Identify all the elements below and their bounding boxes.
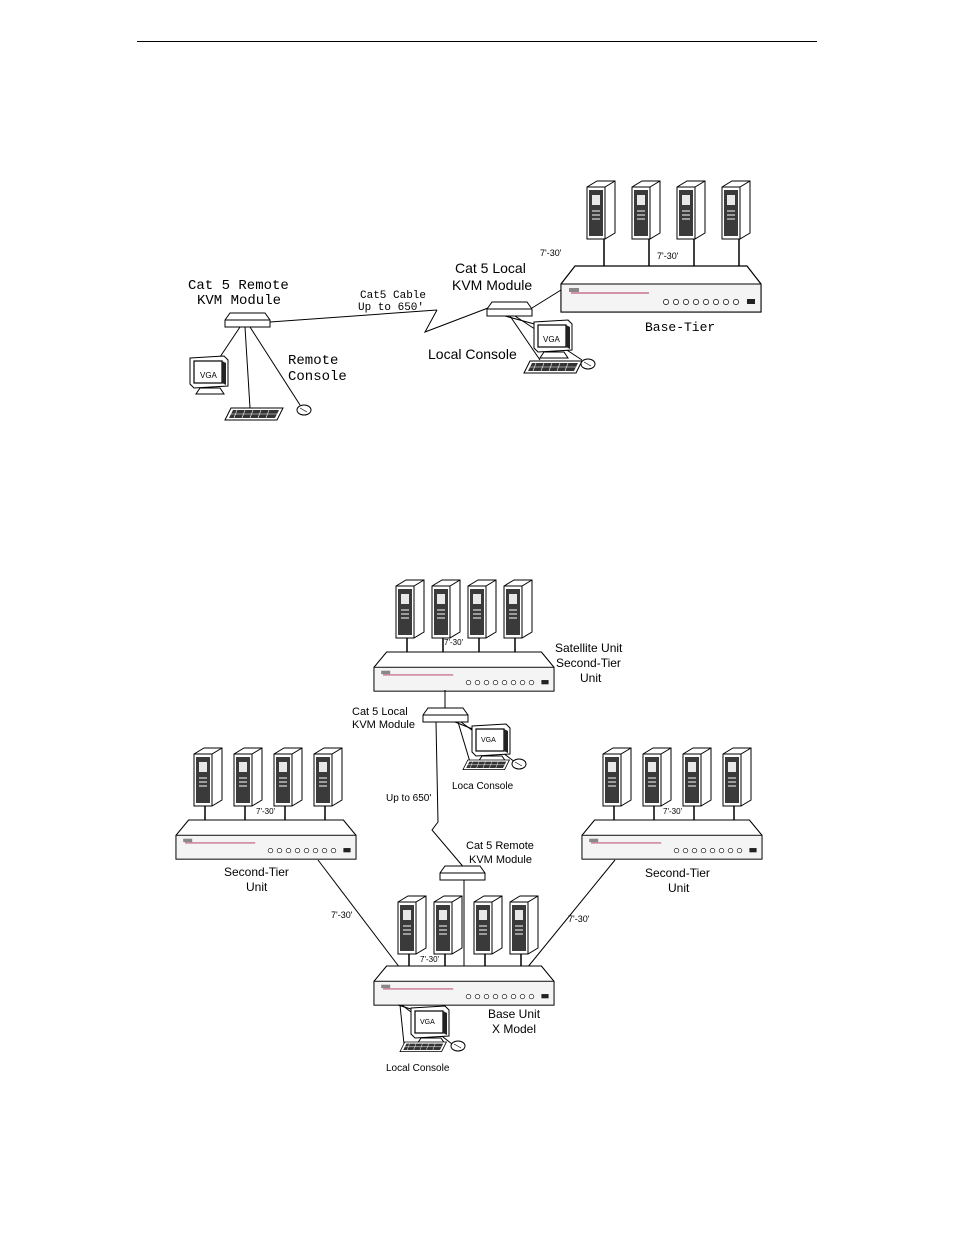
base-unit-kvm-switch [373, 965, 555, 1006]
monitor-label: VGA [200, 371, 218, 380]
remote-module-label: Cat 5 Remote [188, 278, 289, 294]
server-icon [233, 747, 263, 807]
server-icon [676, 180, 706, 240]
cable-length-label: 7'-30' [540, 248, 562, 258]
cable-length-label: 7'-30' [568, 914, 590, 924]
diagram-1: VGA VGA Cat 5 Remote KVM Module Cat5 Cab… [188, 180, 762, 421]
length-label: Up to 650' [386, 793, 431, 804]
server-icon [722, 747, 752, 807]
remote-kvm-module-icon [224, 312, 271, 328]
server-icon [395, 579, 425, 639]
base-local-mouse-icon [450, 1040, 466, 1052]
local-mouse-icon [580, 358, 596, 370]
remote-kvm-module-icon [439, 865, 486, 881]
server-icon [631, 180, 661, 240]
local-keyboard-icon [523, 360, 583, 374]
satellite-unit-label: Unit [580, 671, 602, 685]
diagram-2: VGA [175, 579, 763, 1074]
satellite-unit-label: Satellite Unit [555, 641, 623, 655]
second-tier-right-label: Second-Tier [645, 866, 710, 880]
remote-console-label: Console [288, 369, 347, 385]
base-unit-label: Base Unit [488, 1007, 541, 1021]
base-tier-label: Base-Tier [645, 320, 715, 335]
server-icon [193, 747, 223, 807]
server-icon [431, 579, 461, 639]
remote-module-label: KVM Module [469, 854, 532, 866]
server-icon [397, 895, 427, 955]
cable-length-label: 7'-30' [657, 251, 679, 261]
local-module-label: KVM Module [352, 719, 415, 731]
remote-mouse-icon [296, 404, 312, 416]
server-icon [602, 747, 632, 807]
satellite-kvm-switch [373, 651, 555, 692]
monitor-label: VGA [481, 737, 496, 744]
server-icon [433, 895, 463, 955]
second-tier-left-label: Unit [246, 880, 268, 894]
header-rule [137, 41, 817, 42]
cable-length-label: 7'-30' [256, 807, 276, 816]
satellite-unit-label: Second-Tier [556, 656, 621, 670]
server-icon [473, 895, 503, 955]
server-icon [273, 747, 303, 807]
server-icon [586, 180, 616, 240]
server-icon [721, 180, 751, 240]
monitor-label: VGA [543, 335, 561, 344]
remote-module-label: KVM Module [197, 293, 281, 309]
remote-console-label: Remote [288, 353, 338, 369]
base-local-keyboard-icon [399, 1041, 447, 1052]
server-group-base [397, 895, 539, 968]
cable-label: Up to 650' [358, 302, 424, 314]
local-module-label: KVM Module [452, 277, 532, 293]
server-icon [642, 747, 672, 807]
cable-label: Cat5 Cable [360, 290, 426, 302]
second-tier-right-kvm-switch [581, 819, 763, 860]
local-console-label: Loca Console [452, 781, 514, 792]
local-mouse-icon [511, 758, 527, 770]
base-local-console-label: Local Console [386, 1063, 450, 1074]
remote-keyboard-icon [224, 407, 284, 421]
base-tier-kvm-switch [560, 265, 762, 313]
server-icon [467, 579, 497, 639]
cable-length-label: 7'-30' [444, 638, 464, 647]
local-kvm-module-icon [486, 301, 533, 317]
server-icon [682, 747, 712, 807]
local-module-label: Cat 5 Local [352, 706, 408, 718]
monitor-label: VGA [420, 1019, 435, 1026]
server-group-1 [586, 180, 751, 268]
second-tier-right-label: Unit [668, 881, 690, 895]
local-module-label: Cat 5 Local [455, 260, 526, 276]
local-keyboard-icon [462, 759, 510, 771]
local-kvm-module-icon [422, 707, 469, 723]
cable-length-label: 7'-30' [663, 807, 683, 816]
second-tier-left-label: Second-Tier [224, 865, 289, 879]
server-group-satellite [395, 579, 533, 654]
second-tier-left-kvm-switch [175, 819, 357, 860]
remote-module-label: Cat 5 Remote [466, 840, 534, 852]
cable-length-label: 7'-30' [420, 955, 440, 964]
server-icon [313, 747, 343, 807]
cable-length-label: 7'-30' [331, 910, 353, 920]
base-unit-label: X Model [492, 1022, 536, 1036]
server-group-left [193, 747, 343, 822]
local-console-label: Local Console [428, 346, 517, 362]
server-group-right [602, 747, 752, 822]
server-icon [509, 895, 539, 955]
server-icon [503, 579, 533, 639]
